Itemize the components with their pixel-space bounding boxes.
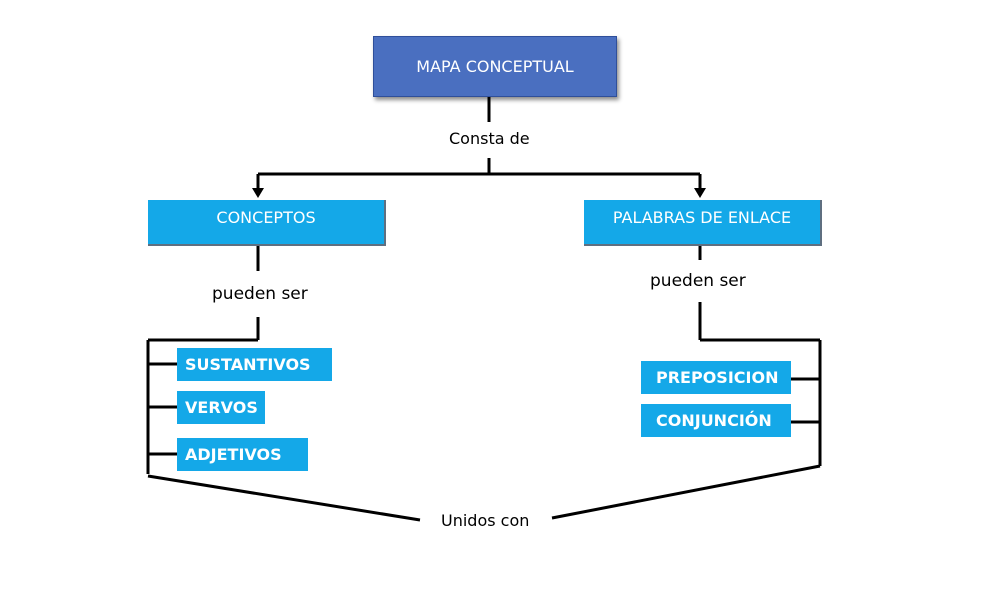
leaf-node-conjuncion: CONJUNCIÓN [641, 404, 791, 437]
connector-join-left [147, 474, 421, 522]
leaf-node-label: PREPOSICION [656, 368, 779, 387]
leaf-node-sustantivos: SUSTANTIVOS [177, 348, 332, 381]
leaf-node-label: CONJUNCIÓN [656, 411, 772, 430]
concept-node-palabras-de-enlace: PALABRAS DE ENLACE [584, 200, 822, 246]
leaf-node-preposicion: PREPOSICION [641, 361, 791, 394]
leaf-node-label: SUSTANTIVOS [185, 355, 311, 374]
link-label-right: pueden ser [650, 271, 746, 291]
leaf-node-label: ADJETIVOS [185, 445, 282, 464]
concept-node-conceptos: CONCEPTOS [148, 200, 386, 246]
root-node: MAPA CONCEPTUAL [373, 36, 617, 97]
link-label-bottom: Unidos con [441, 511, 530, 530]
leaf-node-adjetivos: ADJETIVOS [177, 438, 308, 471]
connector-join-right [551, 464, 821, 520]
arrowhead-left [252, 188, 264, 198]
concept-node-label: PALABRAS DE ENLACE [612, 207, 792, 227]
link-label-top: Consta de [449, 129, 530, 148]
arrowhead-right [694, 188, 706, 198]
leaf-node-label: VERVOS [185, 398, 258, 417]
concept-node-label: CONCEPTOS [216, 207, 316, 227]
leaf-node-vervos: VERVOS [177, 391, 265, 424]
root-node-label: MAPA CONCEPTUAL [416, 57, 574, 76]
link-label-left: pueden ser [212, 284, 308, 304]
